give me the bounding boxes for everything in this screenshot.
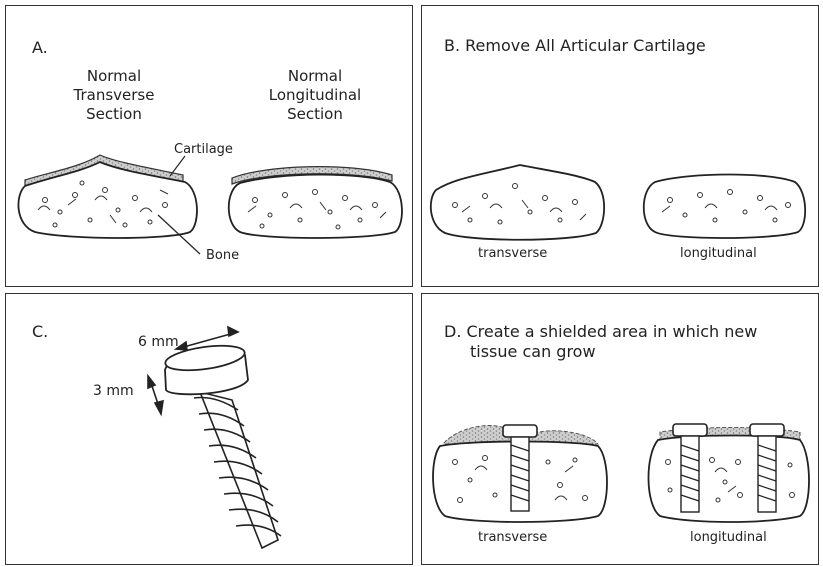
panel-b-longitudinal-label: longitudinal	[680, 246, 757, 261]
longitudinal-title-line-1: Normal	[255, 67, 375, 85]
panel-b-transverse-label: transverse	[478, 246, 547, 261]
transverse-title-line-2: Transverse	[60, 86, 168, 104]
screw	[164, 342, 281, 548]
height-dimension-label: 3 mm	[93, 383, 134, 399]
panel-d-title-line-1: D. Create a shielded area in which new	[444, 322, 757, 341]
longitudinal-section-shielded	[648, 424, 809, 522]
panel-a-letter: A.	[32, 38, 48, 57]
height-dimension-arrow	[148, 376, 163, 414]
transverse-section-no-cartilage	[431, 165, 604, 240]
transverse-title-line-3: Section	[60, 105, 168, 123]
panel-d-transverse-label: transverse	[478, 530, 547, 545]
panel-d-longitudinal-label: longitudinal	[690, 530, 767, 545]
cartilage-leader-line	[170, 156, 185, 176]
panel-c-letter: C.	[32, 322, 48, 341]
cartilage-label: Cartilage	[174, 142, 233, 157]
longitudinal-title-line-3: Section	[255, 105, 375, 123]
panel-b-title: B. Remove All Articular Cartilage	[444, 36, 706, 55]
bone-label: Bone	[206, 248, 239, 263]
longitudinal-section-no-cartilage	[644, 175, 805, 239]
longitudinal-title-line-2: Longitudinal	[255, 86, 375, 104]
panel-d-title-line-2: tissue can grow	[470, 342, 596, 361]
transverse-section-shielded	[433, 425, 607, 522]
transverse-title-line-1: Normal	[60, 67, 168, 85]
width-dimension-label: 6 mm	[138, 334, 179, 350]
longitudinal-section-normal	[229, 167, 402, 238]
